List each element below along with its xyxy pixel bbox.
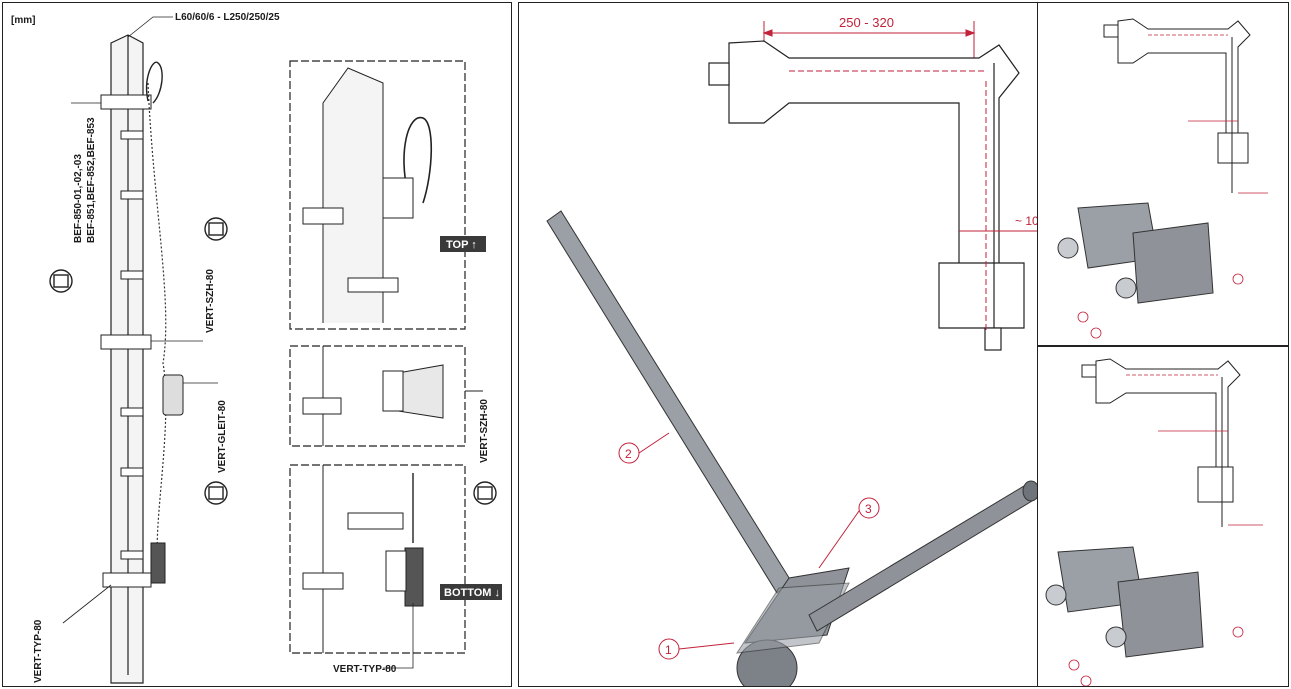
- bracket-body: [708, 40, 1025, 351]
- detail-top-box: TOP ↑: [289, 60, 486, 330]
- bracket-centerlines: [789, 70, 987, 333]
- safety-cable: [147, 82, 167, 564]
- unit-label: [mm]: [11, 15, 35, 26]
- bottom-tag-text: BOTTOM ↓: [444, 587, 500, 599]
- variant-a-callouts: [1077, 273, 1244, 339]
- detail-mid-box: VERT-SZH-80: [289, 345, 490, 463]
- top-anchor: [146, 61, 163, 104]
- variant-b-callouts: [1068, 626, 1244, 686]
- bracket-label-line2: BEF-851,BEF-852,BEF-853: [86, 117, 97, 243]
- callouts: [618, 432, 880, 660]
- variant-b-clamps: [1045, 546, 1204, 658]
- bottom-tag: [440, 584, 502, 600]
- mid-detail-label: VERT-SZH-80: [479, 399, 490, 463]
- bracket-label-line1: BEF-850-01,-02,-03: [73, 154, 84, 243]
- variant-a-panel: [1037, 2, 1289, 346]
- variant-b-dims: [1126, 374, 1263, 526]
- glider-device: [162, 374, 184, 416]
- profile-label: L60/60/6 - L250/250/25: [175, 12, 280, 23]
- tool-rod-long: [808, 480, 1038, 632]
- tool-rod: [546, 210, 792, 594]
- callout-2: 2: [625, 447, 632, 461]
- bracket-drawing: 250 - 320 ~ 10: [546, 15, 1038, 686]
- variant-a-clamps: [1057, 202, 1214, 304]
- tensioner-label: VERT-TYP-80: [33, 619, 44, 683]
- tensioner-device: [150, 542, 166, 584]
- bottom-detail-label: VERT-TYP-80: [333, 664, 397, 675]
- dimension-side-label: ~ 10: [1015, 214, 1038, 228]
- variant-b-bracket: [1081, 358, 1241, 527]
- callout-3: 3: [865, 502, 872, 516]
- guide-label: VERT-SZH-80: [205, 269, 216, 333]
- variant-a-dims: [1148, 34, 1268, 194]
- rail-bolts: [120, 130, 144, 560]
- tool-cylinder: [736, 567, 850, 686]
- top-tag-text: TOP ↑: [446, 239, 477, 251]
- glider-label: VERT-GLEIT-80: [217, 400, 228, 473]
- system-overview-panel: [mm] L60/60/6 - L250/250/25 BEF-850-01,-…: [2, 2, 512, 687]
- callout-1: 1: [665, 643, 672, 657]
- bracket-detail-panel: 250 - 320 ~ 10: [518, 2, 1038, 687]
- certification-icon: [49, 217, 497, 505]
- variant-b-panel: [1037, 346, 1289, 687]
- ladder-system-drawing: [mm] L60/60/6 - L250/250/25 BEF-850-01,-…: [11, 12, 502, 684]
- dimension-top-label: 250 - 320: [839, 15, 894, 30]
- variant-b-drawing: [1045, 358, 1263, 686]
- top-tag: [440, 236, 486, 252]
- leader-lines: [62, 16, 218, 624]
- variant-a-drawing: [1057, 18, 1268, 339]
- variant-a-bracket: [1103, 18, 1251, 193]
- detail-bottom-box: BOTTOM ↓ VERT-TYP-80: [289, 464, 502, 675]
